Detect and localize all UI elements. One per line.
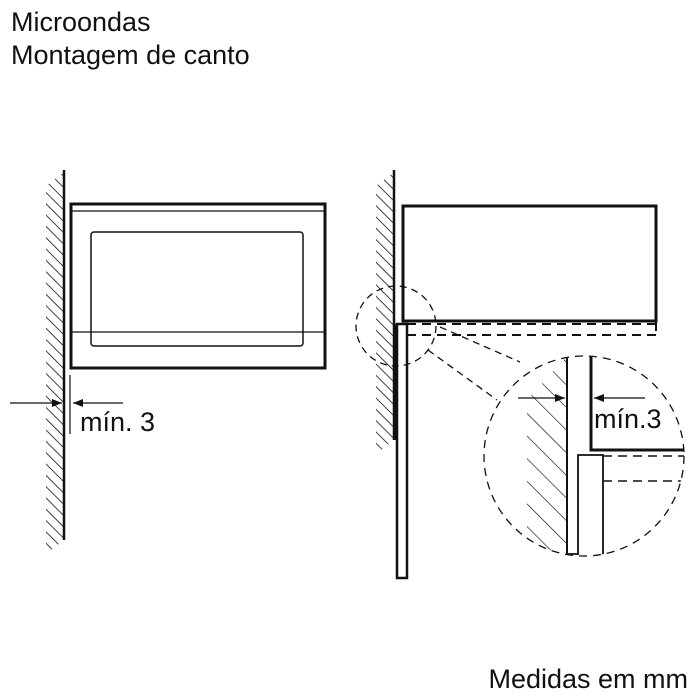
detail-dimension-label: mín.3 [594, 404, 662, 434]
detail-view: mín.3 [483, 355, 685, 557]
title-line-2: Montagem de canto [11, 40, 250, 70]
units-note: Medidas em mm [488, 664, 688, 694]
front-view: mín. 3 [10, 170, 327, 554]
side-view: mín.3 [355, 170, 685, 580]
detail-leader [427, 326, 521, 401]
microwave-front [69, 202, 327, 370]
detail-marker-circle [355, 285, 437, 367]
title-line-1: Microondas [11, 7, 151, 37]
front-dimension-label: mín. 3 [80, 407, 155, 437]
dimension-min-3-front: mín. 3 [10, 375, 155, 437]
shelf-dashed [407, 322, 657, 336]
dimension-min-3-detail: mín.3 [518, 394, 662, 434]
wall-left [46, 170, 66, 554]
detail-circle [483, 355, 685, 557]
cabinet-panel [394, 322, 409, 580]
diagram-title: Microondas Montagem de canto [11, 6, 250, 72]
microwave-side [401, 204, 658, 323]
wall-right [376, 170, 396, 454]
